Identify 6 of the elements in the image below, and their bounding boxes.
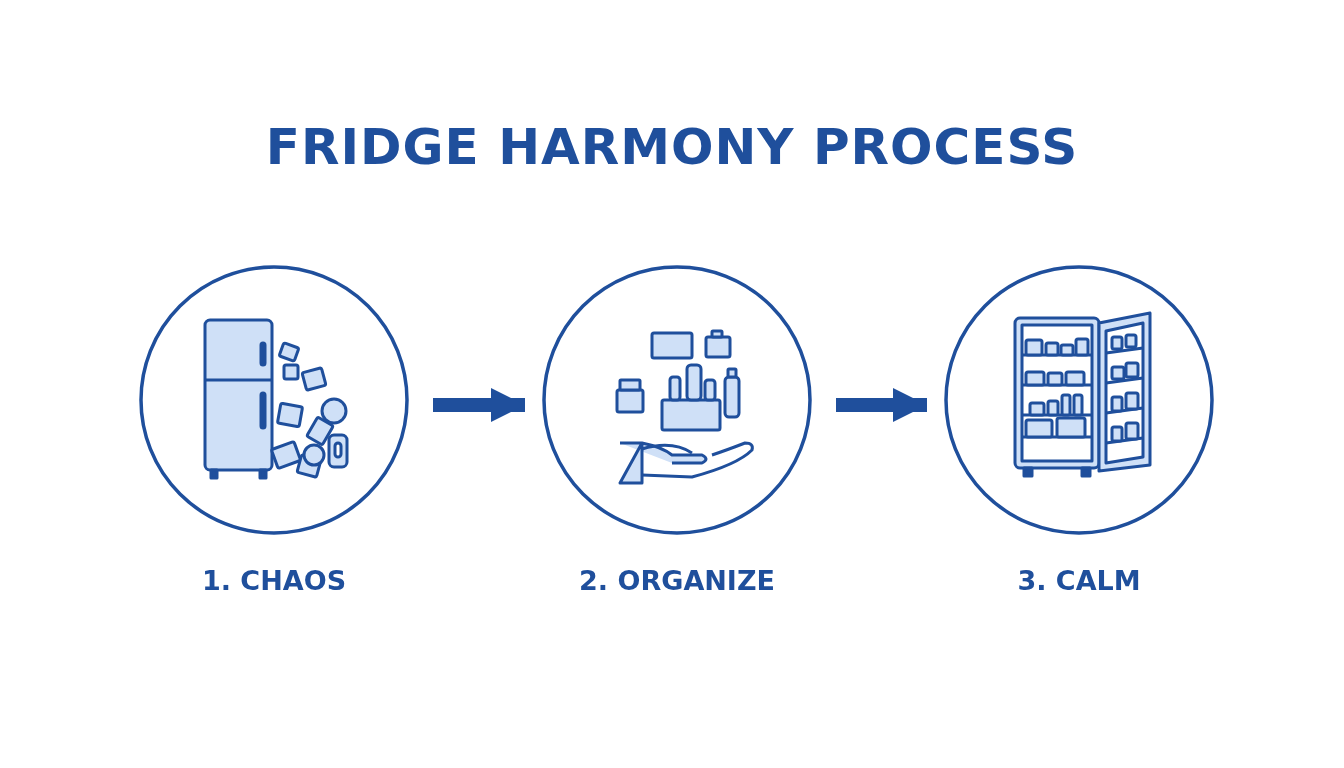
step-label: 2. ORGANIZE — [578, 565, 776, 596]
step-label: 3. CALM — [1016, 565, 1142, 596]
step-label: 1. CHAOS — [200, 565, 348, 596]
arrow — [433, 388, 525, 422]
arrow — [836, 388, 927, 422]
title: FRIDGE HARMONY PROCESS — [264, 118, 1080, 176]
